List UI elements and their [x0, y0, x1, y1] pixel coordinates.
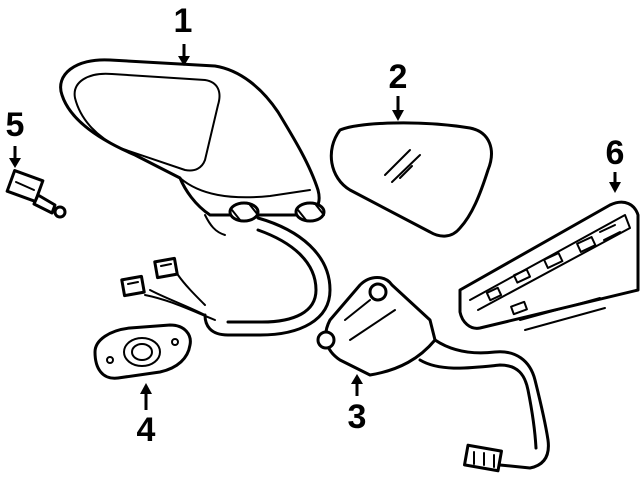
callout-1: 1: [173, 2, 193, 40]
callout-4: 4: [136, 411, 156, 449]
callout-leaders: [9, 44, 621, 410]
mirror-seal: [93, 323, 192, 380]
mirror-assembly: [59, 58, 332, 337]
callout-6: 6: [605, 134, 625, 172]
door-trim-panel: [458, 200, 640, 331]
callout-2: 2: [388, 58, 408, 96]
switch-connector: [5, 169, 67, 219]
callout-3: 3: [347, 398, 367, 436]
mounting-bracket-with-harness: [316, 276, 550, 473]
mirror-glass: [329, 121, 493, 238]
callout-5: 5: [5, 106, 25, 144]
